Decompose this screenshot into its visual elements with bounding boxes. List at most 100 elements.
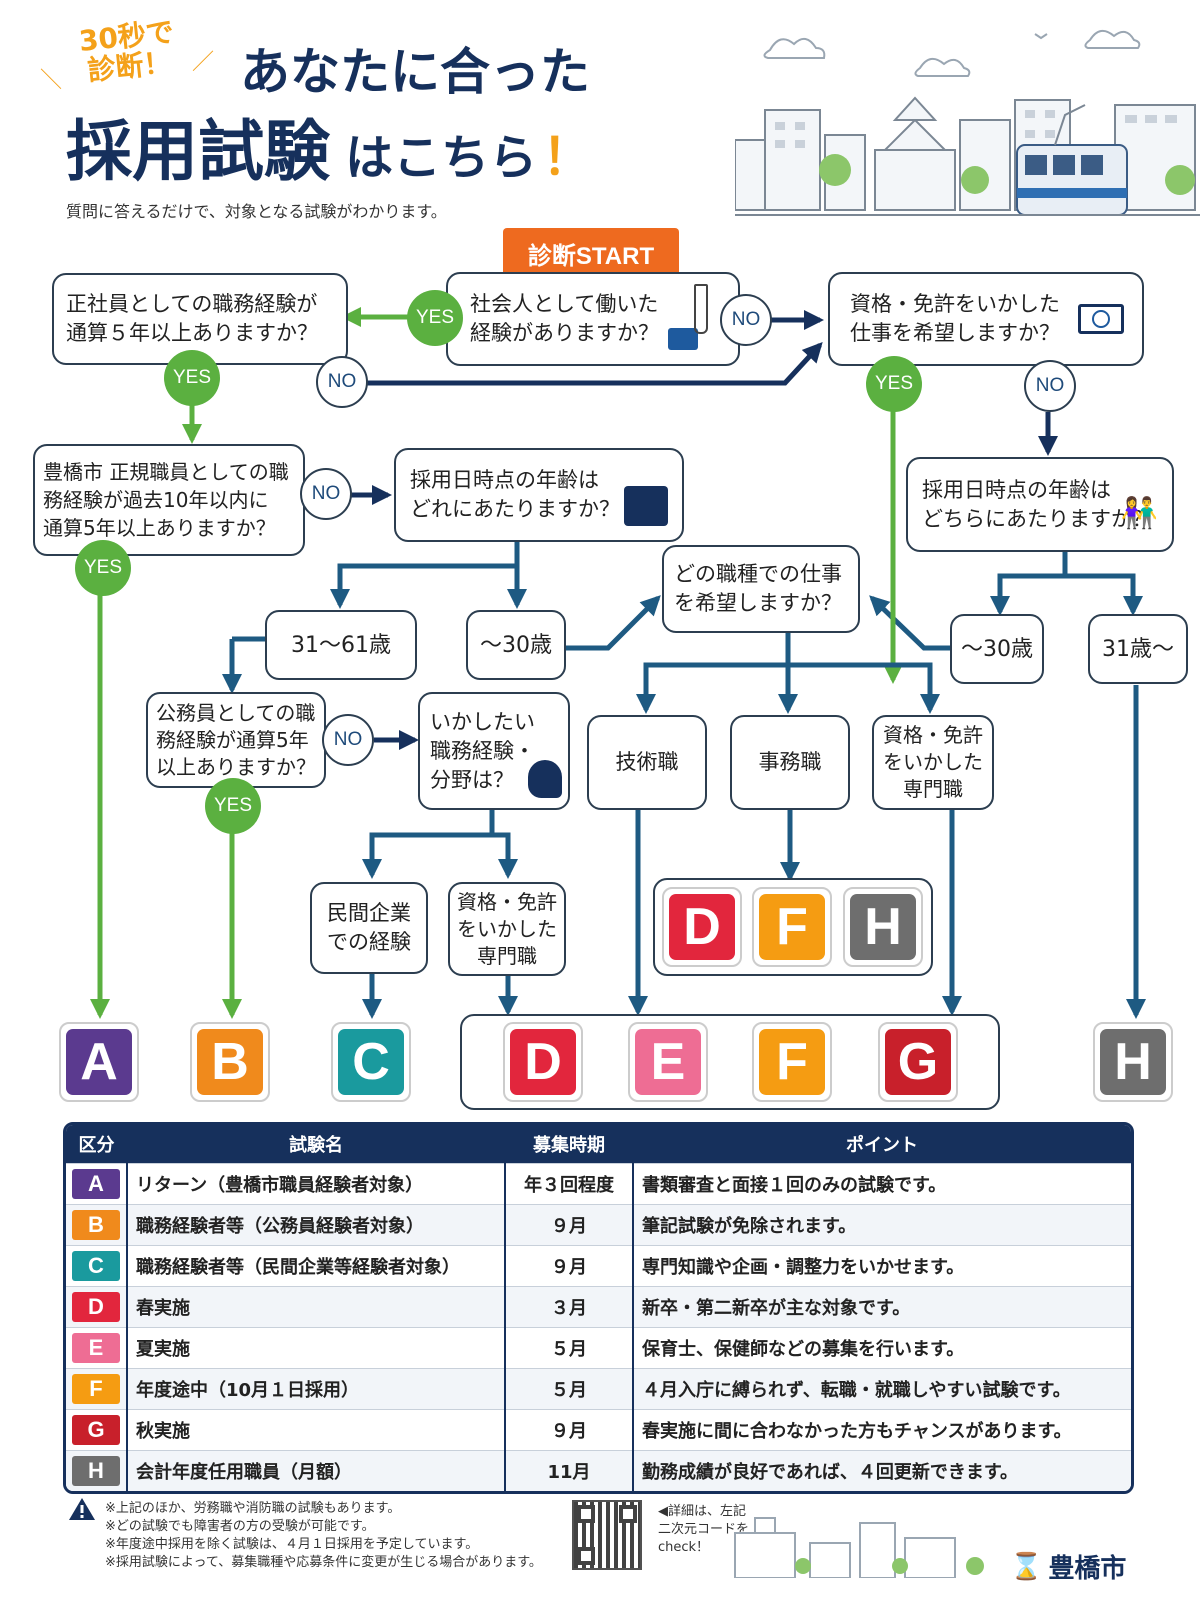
code-badge-a: A [59, 1022, 139, 1102]
question-job-type: どの職種での仕事 を希望しますか？ [662, 545, 860, 633]
question-public-service-text: 公務員としての職 務経験が通算5年 以上ありますか？ [156, 700, 316, 779]
question-age-1: 採用日時点の年齢は どれにあたりますか？ [394, 448, 684, 542]
option-license-specialist: 資格・免許 をいかした 専門職 [448, 882, 566, 976]
row-exam-name: 職務経験者等（民間企業等経験者対象） [127, 1245, 506, 1287]
age-option-31-61: 31～61歳 [265, 610, 417, 680]
row-period: ９月 [505, 1204, 634, 1246]
table-row: H 会計年度任用職員（月額） 11月 勤務成績が良好であれば、４回更新できます。 [66, 1450, 1131, 1491]
table-row: B 職務経験者等（公務員経験者対象） ９月 筆記試験が免除されます。 [66, 1204, 1131, 1246]
qr-finder-bl [577, 1547, 595, 1565]
code-badge-d-mid: D [662, 887, 742, 967]
page-title-line2: 採用試験 はこちら ！ [66, 98, 592, 194]
row-code-badge: D [72, 1292, 120, 1322]
laptop-icon [1078, 304, 1124, 334]
row-exam-name: 夏実施 [127, 1327, 506, 1369]
code-d-text: D [510, 1029, 576, 1095]
city-name: 豊橋市 [1048, 1554, 1127, 1584]
code-b-text: B [197, 1029, 263, 1095]
job-license-specialist: 資格・免許 をいかした 専門職 [872, 715, 994, 810]
question-public-service: 公務員としての職 務経験が通算5年 以上ありますか？ [146, 692, 326, 788]
qr-caption: ◀詳細は、左記 二次元コードを check！ [658, 1504, 750, 1555]
age-under-30-a-text: ～30歳 [480, 632, 552, 658]
option-private-experience: 民間企業 での経験 [310, 882, 428, 974]
row-point: 専門知識や企画・調整力をいかせます。 [633, 1245, 1131, 1287]
code-e-text: E [635, 1029, 701, 1095]
code-g-text: G [885, 1029, 951, 1095]
code-badge-e: E [628, 1022, 708, 1102]
header-exam-name: 試験名 [127, 1125, 505, 1164]
row-exam-name: 会計年度任用職員（月額） [127, 1450, 506, 1491]
job-office: 事務職 [730, 715, 850, 810]
question-age-2-text: 採用日時点の年齢は どちらにあたりますか？ [922, 477, 1153, 531]
row-period: 年３回程度 [505, 1163, 634, 1205]
qr-code[interactable] [572, 1500, 642, 1570]
row-exam-name: 年度途中（10月１日採用） [127, 1368, 506, 1410]
table-row: G 秋実施 ９月 春実施に間に合わなかった方もチャンスがあります。 [66, 1409, 1131, 1451]
city-emblem-icon: ⌛ [1010, 1551, 1043, 1582]
code-badge-f: F [752, 1022, 832, 1102]
briefcase-icon [668, 328, 698, 350]
question-field: いかしたい 職務経験・ 分野は？ [418, 692, 570, 810]
code-d-mid-text: D [669, 894, 735, 960]
page-title-suffix: はこちら [345, 130, 538, 186]
age-31-61-text: 31～61歳 [291, 632, 391, 658]
row-exam-name: 秋実施 [127, 1409, 506, 1451]
question-license-job-text: 資格・免許をいかした 仕事を希望しますか？ [850, 292, 1060, 345]
code-badge-b: B [190, 1022, 270, 1102]
footer-notes: ※上記のほか、労務職や消防職の試験もあります。 ※どの試験でも障害者の方の受験が… [105, 1501, 542, 1570]
code-badge-g: G [878, 1022, 958, 1102]
question-job-type-text: どの職種での仕事 を希望しますか？ [674, 562, 842, 615]
code-badge-f-mid: F [752, 887, 832, 967]
badge-sparkle-right: ／ [192, 50, 215, 75]
row-code-badge: F [72, 1374, 120, 1404]
row-period: ９月 [505, 1245, 634, 1287]
page-title-main: 採用試験 [66, 113, 330, 190]
row-point: ４月入庁に縛られず、転職・就職しやすい試験です。 [633, 1368, 1131, 1410]
no-badge-public: NO [322, 714, 374, 766]
age-over-31-text: 31歳～ [1102, 636, 1174, 662]
exam-table-header: 区分 試験名 募集時期 ポイント [66, 1125, 1131, 1164]
footer-city-illustration [734, 1517, 984, 1578]
yes-badge-toyohashi: YES [75, 540, 131, 596]
row-code-badge: B [72, 1210, 120, 1240]
header-period: 募集時期 [505, 1125, 633, 1164]
city-logo: ⌛ 豊橋市 [1010, 1548, 1126, 1585]
row-exam-name: 職務経験者等（公務員経験者対象） [127, 1204, 506, 1246]
code-h-text: H [1100, 1029, 1166, 1095]
yes-badge-public: YES [205, 778, 261, 834]
no-badge-license: NO [1024, 360, 1076, 412]
page-subtitle: 質問に答えるだけで、対象となる試験がわかります。 [66, 202, 447, 221]
header-point: ポイント [633, 1125, 1131, 1164]
page-title-line1: あなたに合った [240, 43, 590, 101]
row-point: 新卒・第二新卒が主な対象です。 [633, 1286, 1131, 1328]
table-row: C 職務経験者等（民間企業等経験者対象） ９月 専門知識や企画・調整力をいかせま… [66, 1245, 1131, 1287]
row-period: ３月 [505, 1286, 634, 1328]
no-badge-toyohashi: NO [300, 468, 352, 520]
calendar-icon [624, 486, 668, 526]
question-5-years-text: 正社員としての職務経験が 通算５年以上ありますか？ [66, 292, 318, 345]
header-category: 区分 [66, 1125, 127, 1164]
no-badge-work: NO [720, 294, 772, 346]
job-technical: 技術職 [587, 715, 707, 810]
row-period: ５月 [505, 1368, 634, 1410]
yes-badge-5years: YES [164, 350, 220, 406]
job-license-specialist-text: 資格・免許 をいかした 専門職 [883, 723, 983, 801]
job-technical-text: 技術職 [615, 750, 679, 774]
question-field-text: いかしたい 職務経験・ 分野は？ [430, 709, 535, 792]
code-h-mid-text: H [850, 894, 916, 960]
code-badge-d: D [503, 1022, 583, 1102]
row-point: 保育士、保健師などの募集を行います。 [633, 1327, 1131, 1369]
row-code-badge: E [72, 1333, 120, 1363]
city-illustration [735, 29, 1200, 216]
table-row: D 春実施 ３月 新卒・第二新卒が主な対象です。 [66, 1286, 1131, 1328]
badge-sparkle-left: ＼ [40, 68, 63, 93]
row-point: 筆記試験が免除されます。 [633, 1204, 1131, 1246]
globe-icon [1092, 310, 1110, 328]
qr-finder-tl [577, 1505, 595, 1523]
question-age-1-text: 採用日時点の年齢は どれにあたりますか？ [410, 468, 620, 521]
row-exam-name: 春実施 [127, 1286, 506, 1328]
qr-finder-tr [619, 1505, 637, 1523]
row-period: ９月 [505, 1409, 634, 1451]
table-row: E 夏実施 ５月 保育士、保健師などの募集を行います。 [66, 1327, 1131, 1369]
code-badge-h-mid: H [843, 887, 923, 967]
